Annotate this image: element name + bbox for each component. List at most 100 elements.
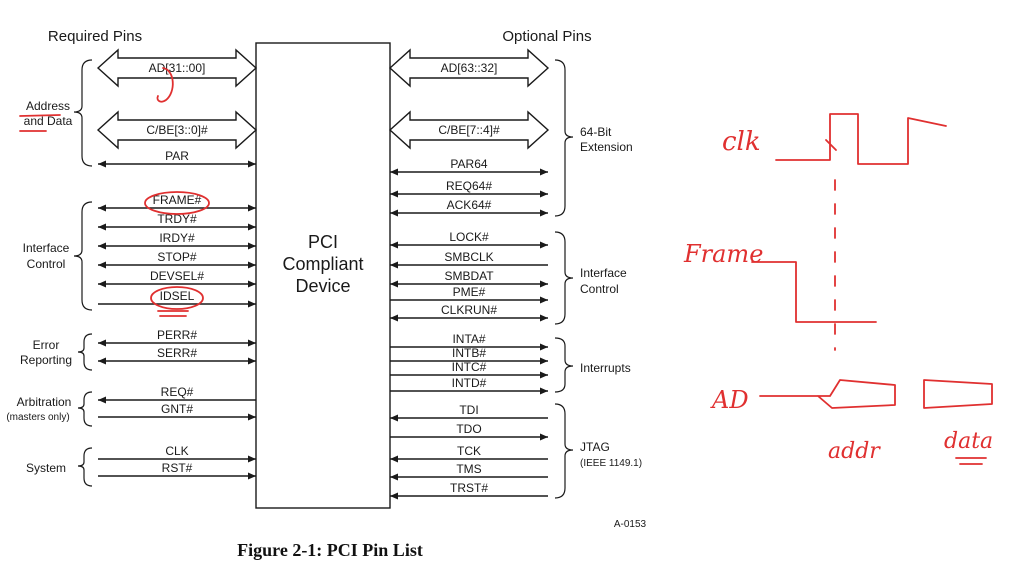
left-pin-ad-31-00-bus-arrow — [96, 48, 258, 88]
left-pin-par: PAR — [98, 149, 256, 168]
brace-arbitration — [77, 391, 93, 427]
right-pin-trst: TRST# — [390, 481, 548, 500]
left-pin-idsel: IDSEL — [98, 289, 256, 308]
right-pin-lock-arrow-out — [540, 241, 548, 249]
left-pin-stop: STOP# — [98, 250, 256, 269]
left-pin-devsel-arrow-out — [98, 280, 106, 288]
right-pin-inta-label: INTA# — [452, 332, 485, 346]
left-pin-gnt-label: GNT# — [161, 402, 193, 416]
figure-caption: Figure 2-1: PCI Pin List — [237, 540, 423, 560]
left-pin-rst-arrow-in — [248, 472, 256, 480]
left-pin-trdy: TRDY# — [98, 212, 256, 231]
right-pin-par64-arrow-out — [540, 168, 548, 176]
left-pin-clk: CLK — [98, 444, 256, 463]
brace-address-data — [73, 59, 93, 167]
right-pin-c-be-7-4-label: C/BE[7::4]# — [438, 123, 500, 137]
right-pin-tdo-label: TDO — [456, 422, 481, 436]
timing-sketch: clk Frame AD addr data — [683, 113, 993, 465]
annotation-data-underline — [955, 457, 987, 465]
right-pin-smbdat-label: SMBDAT — [444, 269, 494, 283]
annotation-clk-label: clk — [722, 127, 761, 157]
left-pin-ad-31-00-label: AD[31::00] — [149, 61, 206, 75]
left-pin-clk-arrow-in — [248, 455, 256, 463]
group-label-interface-control-right-2: Control — [580, 282, 619, 296]
device-box — [255, 42, 391, 509]
frame-waveform — [751, 261, 877, 323]
left-pin-req: REQ# — [98, 385, 256, 404]
right-pin-tck: TCK — [390, 444, 548, 463]
right-pin-tck-arrow-in — [390, 455, 398, 463]
brace-64bit-extension — [554, 59, 574, 217]
left-pin-devsel-arrow-in — [248, 280, 256, 288]
device-label-line-1: PCI — [308, 232, 338, 252]
left-pin-devsel: DEVSEL# — [98, 269, 256, 288]
right-pin-clkrun-arrow-in — [390, 314, 398, 322]
right-pin-tdi-arrow-in — [390, 414, 398, 422]
left-pin-irdy-arrow-in — [248, 242, 256, 250]
optional-pins-header: Optional Pins — [502, 28, 591, 45]
left-pin-c-be-3-0-label: C/BE[3::0]# — [146, 123, 208, 137]
brace-jtag — [554, 403, 574, 499]
group-label-error-reporting-1: Error — [33, 338, 60, 352]
annotation-underline-address-data — [19, 114, 61, 132]
right-pin-lock: LOCK# — [390, 230, 548, 249]
right-pin-par64: PAR64 — [390, 157, 548, 176]
right-pin-pme-arrow-out — [540, 296, 548, 304]
right-pin-tck-label: TCK — [457, 444, 481, 458]
right-pin-tdi-label: TDI — [459, 403, 478, 417]
right-pin-tdo: TDO — [390, 422, 548, 441]
annotation-data-label: data — [944, 429, 993, 454]
left-pin-idsel-label: IDSEL — [160, 289, 195, 303]
left-pin-stop-arrow-in — [248, 261, 256, 269]
left-pin-devsel-label: DEVSEL# — [150, 269, 204, 283]
left-pin-par-arrow-out — [98, 160, 106, 168]
right-pin-req64-arrow-out — [540, 190, 548, 198]
right-pin-intd-label: INTD# — [452, 376, 487, 390]
left-pin-rst: RST# — [98, 461, 256, 480]
group-label-error-reporting-2: Reporting — [20, 353, 72, 367]
right-pin-tms: TMS — [390, 462, 548, 481]
annotation-addr-label: addr — [828, 439, 881, 464]
left-pin-frame-arrow-in — [248, 204, 256, 212]
right-pin-clkrun-arrow-out — [540, 314, 548, 322]
left-pin-par-label: PAR — [165, 149, 189, 163]
right-pin-smbdat: SMBDAT — [390, 269, 548, 288]
left-pin-trdy-arrow-in — [248, 223, 256, 231]
right-pin-intd: INTD# — [390, 376, 548, 395]
figure-id: A-0153 — [614, 519, 647, 530]
left-pin-stop-label: STOP# — [157, 250, 196, 264]
annotation-frame-label: Frame — [683, 240, 763, 268]
right-pin-ad-63-32-label: AD[63::32] — [441, 61, 498, 75]
left-pin-req-label: REQ# — [161, 385, 194, 399]
left-pin-perr-arrow-out — [98, 339, 106, 347]
brace-interrupts — [554, 337, 574, 393]
left-pin-trdy-label: TRDY# — [157, 212, 197, 226]
right-pin-intc-label: INTC# — [452, 360, 487, 374]
left-pin-idsel-arrow-in — [248, 300, 256, 308]
left-pin-irdy-arrow-out — [98, 242, 106, 250]
group-label-64bit-extension-2: Extension — [580, 140, 633, 154]
right-pin-tms-label: TMS — [456, 462, 481, 476]
group-label-jtag-1: JTAG — [580, 440, 610, 454]
right-pin-lock-label: LOCK# — [449, 230, 489, 244]
right-pin-smbclk-arrow-in — [390, 261, 398, 269]
group-label-system: System — [26, 461, 66, 475]
right-pin-clkrun-label: CLKRUN# — [441, 303, 497, 317]
left-pin-irdy-label: IRDY# — [159, 231, 195, 245]
right-pin-smbdat-arrow-in — [390, 280, 398, 288]
device-label-line-2: Compliant — [282, 254, 363, 274]
right-pin-par64-label: PAR64 — [450, 157, 487, 171]
right-pin-tdi: TDI — [390, 403, 548, 422]
left-pin-trdy-arrow-out — [98, 223, 106, 231]
annotation-underline-idsel — [157, 310, 189, 317]
right-pin-inta-arrow-out — [540, 343, 548, 351]
right-pin-lock-arrow-in — [390, 241, 398, 249]
right-pin-ack64-arrow-out — [540, 209, 548, 217]
device-label-line-3: Device — [295, 276, 350, 296]
annotation-circle-frame — [144, 191, 210, 215]
left-pin-ad-31-00: AD[31::00] — [96, 48, 258, 88]
right-pin-inta: INTA# — [390, 332, 548, 351]
right-pin-smbclk-label: SMBCLK — [444, 250, 493, 264]
right-pin-pme-label: PME# — [453, 285, 486, 299]
left-pin-frame-label: FRAME# — [153, 193, 202, 207]
